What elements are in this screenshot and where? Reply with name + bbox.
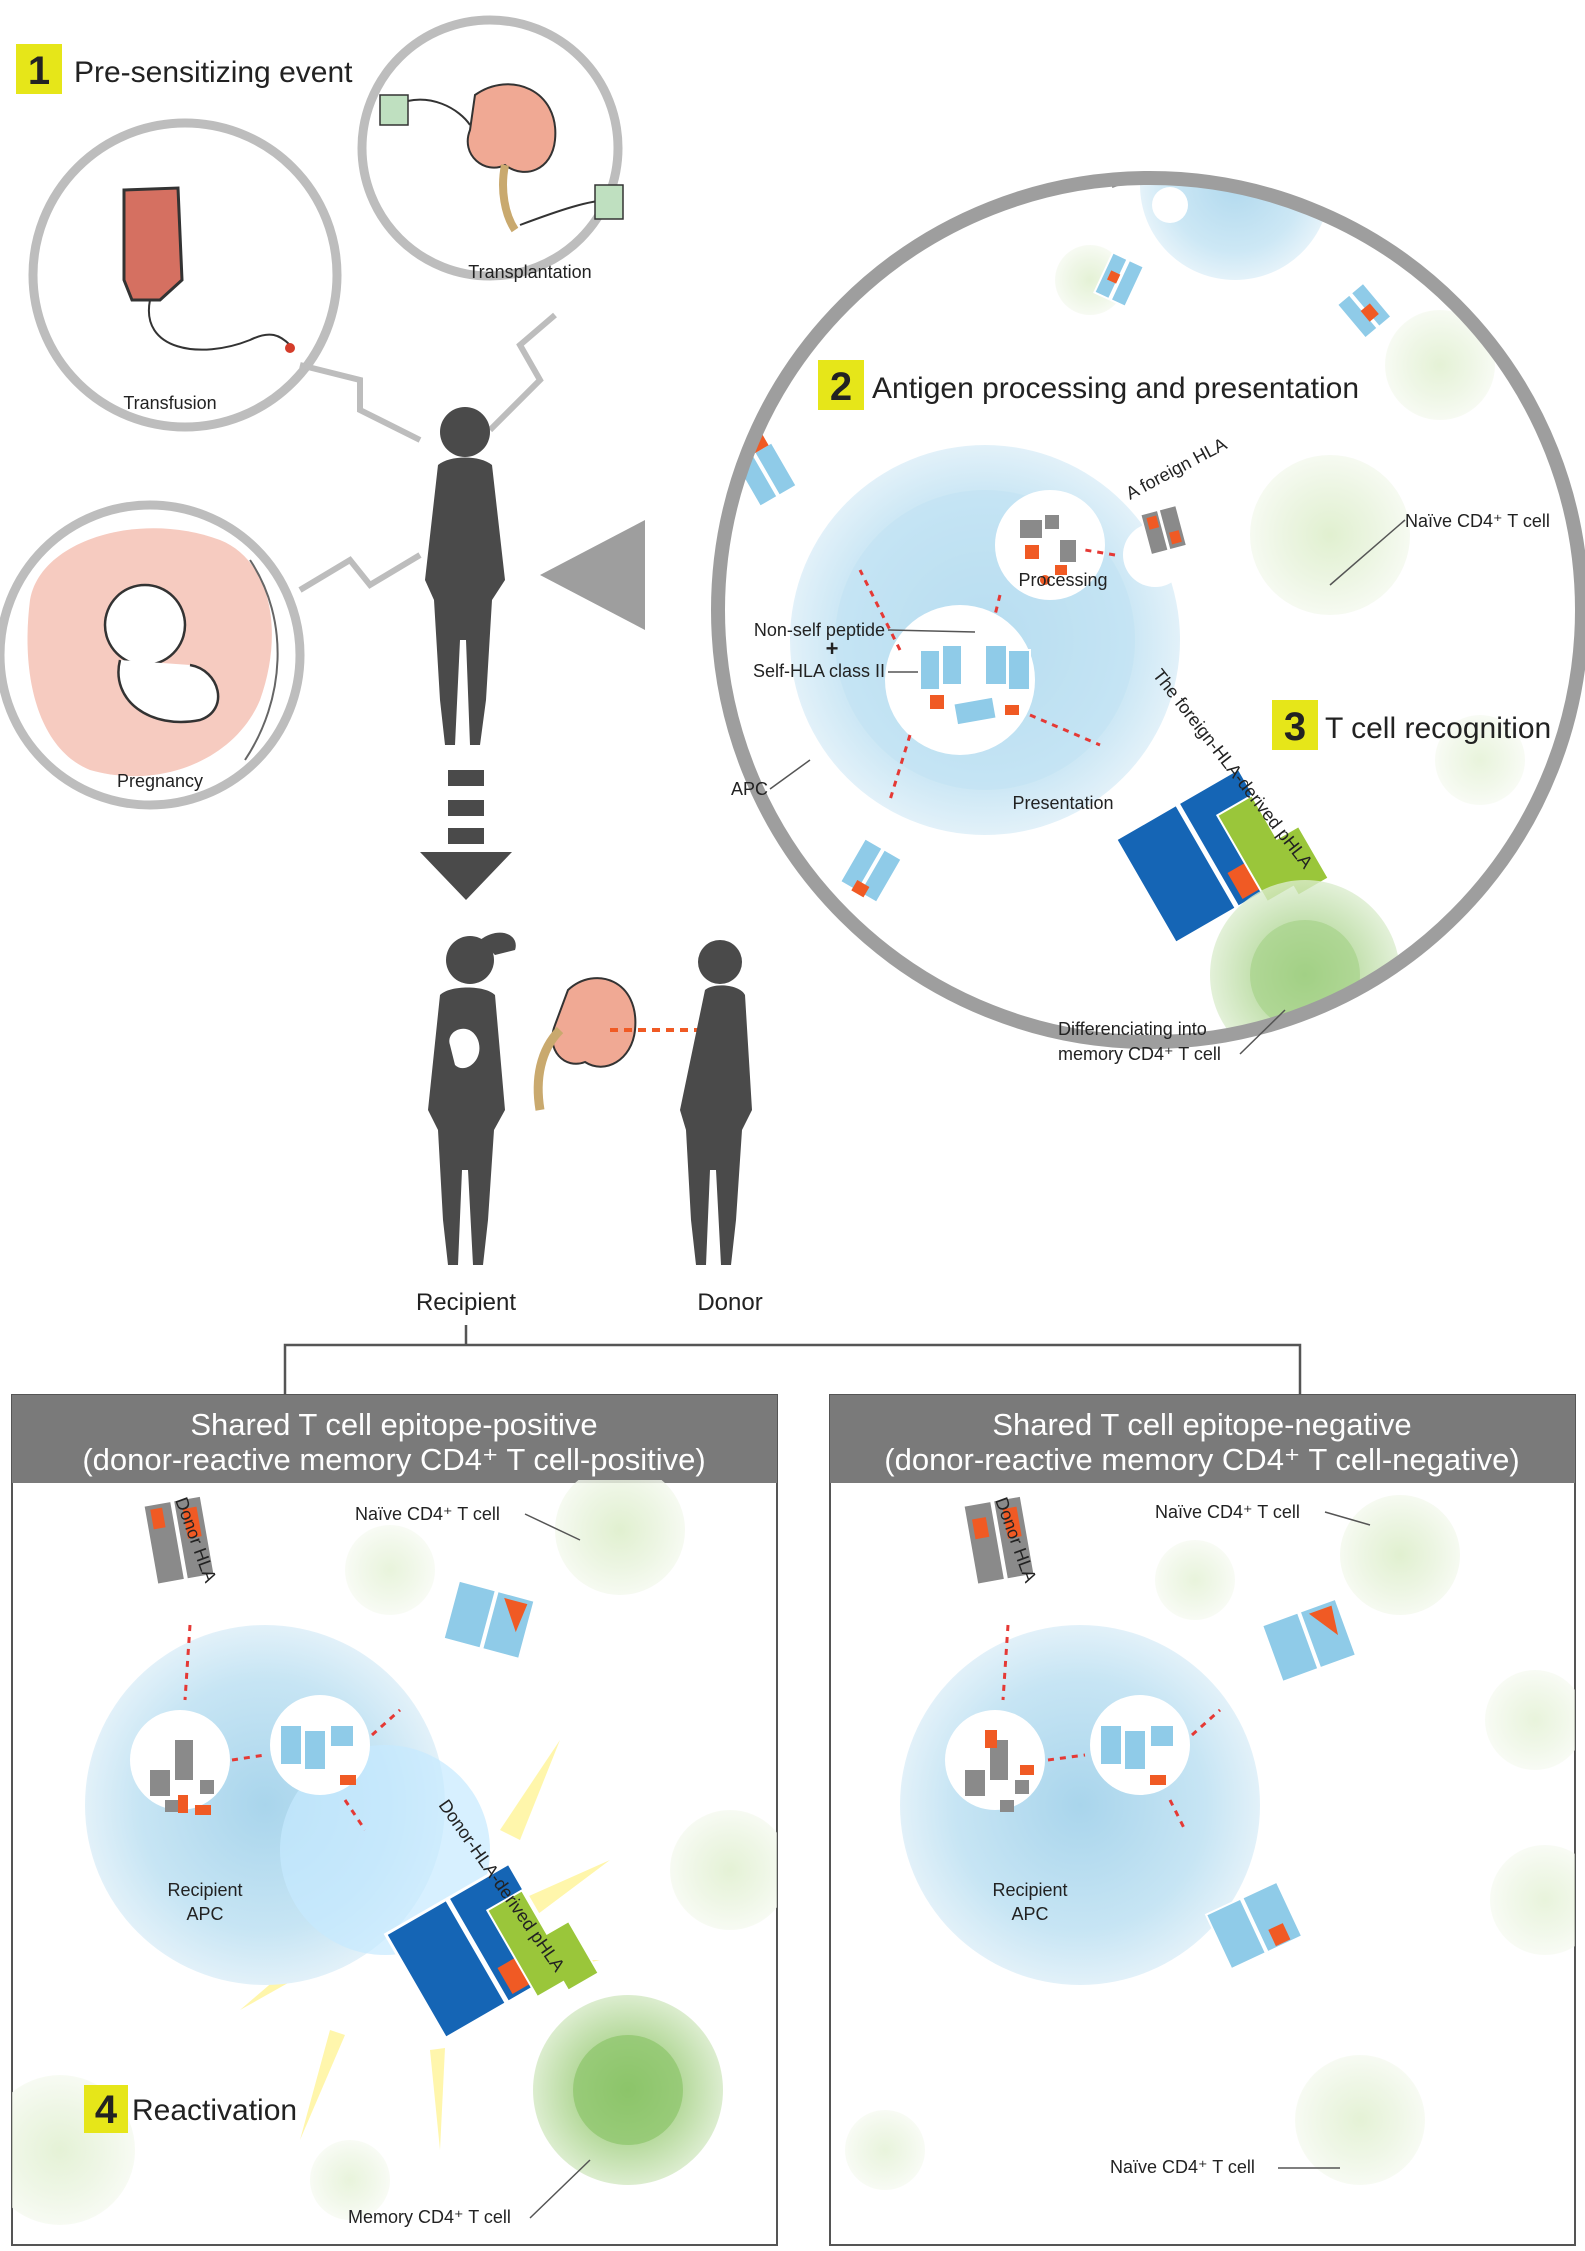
left-apc-label-line2: APC [186,1904,223,1924]
right-apc-label-line1: Recipient [992,1880,1067,1900]
recipient-silhouette [428,932,516,1265]
foreign-hla-molecule [1139,503,1189,557]
step-1-header: 1 Pre-sensitizing event [16,44,353,94]
step-3-label: T cell recognition [1325,712,1551,745]
step-2-badge [818,360,864,410]
down-arrow [420,770,512,900]
step-1-number: 1 [28,49,50,93]
event-arrows [298,312,557,593]
presentation-label: Presentation [1012,793,1113,813]
self-hla-label: Self-HLA class II [753,661,885,681]
non-self-peptide-label: Non-self peptide [754,620,885,640]
donor-hla-molecule [142,1494,216,1586]
fetus-icon [103,583,187,667]
pregnancy-label: Pregnancy [117,771,203,791]
naive-t-cell-bg [1250,455,1410,615]
transfusion-label: Transfusion [123,393,216,413]
step-1-badge [16,44,62,94]
zoom-circle [711,171,1585,1049]
recipient-apc-negative [900,1625,1260,1985]
step-3-badge [1272,700,1318,750]
epitope-positive-panel: Shared T cell epitope-positive (donor-re… [11,1394,778,2246]
kidney-icon [466,83,557,173]
left-naive-label: Naïve CD4⁺ T cell [355,1504,500,1524]
step-4-number: 4 [95,2088,118,2132]
right-naive-bottom-label: Naïve CD4⁺ T cell [1110,2157,1255,2177]
patient-silhouette [425,407,505,745]
memory-cd4-label: Memory CD4⁺ T cell [348,2207,511,2227]
transplanted-kidney-mark [449,1028,480,1069]
blood-bag-icon [122,186,184,302]
donor-silhouette [680,940,752,1265]
tcr-phla-complex [1113,766,1330,946]
step-4-label: Reactivation [132,2094,297,2127]
left-panel-title-line1: Shared T cell epitope-positive [190,1407,597,1442]
step-2-label: Antigen processing and presentation [872,372,1359,405]
step-4-badge [84,2085,128,2133]
step-1-label: Pre-sensitizing event [74,56,353,89]
step-3-header: 3 T cell recognition [1272,700,1551,750]
transplantation-event: Transplantation [357,15,624,282]
transfusion-event: Transfusion [28,118,342,432]
left-panel-title-line2: (donor-reactive memory CD4⁺ T cell-posit… [82,1442,705,1477]
right-apc-label-line2: APC [1011,1904,1048,1924]
left-apc-label-line1: Recipient [167,1880,242,1900]
right-panel-title-line1: Shared T cell epitope-negative [992,1407,1411,1442]
donor-label: Donor [697,1289,762,1316]
foreign-phla [1113,802,1239,946]
processing-label: Processing [1018,570,1107,590]
memory-label-line1: Differenciating into [1058,1019,1207,1039]
step-2-header: 2 Antigen processing and presentation [818,360,1359,410]
recipient-label: Recipient [416,1289,516,1316]
memory-label-line2: memory CD4⁺ T cell [1058,1044,1221,1064]
reactivation-complex [383,1861,600,2041]
zoom-pointer [540,520,645,630]
processing-vesicle [995,490,1105,600]
processing-arrows [858,548,1116,801]
branch-connector [283,1325,1302,1395]
apc-label: APC [731,779,768,799]
naive-t-cell-label: Naïve CD4⁺ T cell [1405,511,1550,531]
right-panel-header [830,1395,1575,1483]
right-panel-title-line2: (donor-reactive memory CD4⁺ T cell-negat… [884,1442,1519,1477]
right-naive-top-label: Naïve CD4⁺ T cell [1155,1502,1300,1522]
donor-kidney [533,977,730,1111]
left-panel-header [12,1395,777,1483]
step-3-number: 3 [1284,705,1306,749]
pregnancy-event: Pregnancy [0,500,305,810]
transplantation-label: Transplantation [468,262,591,282]
epitope-negative-panel: Shared T cell epitope-negative (donor-re… [829,1394,1576,2246]
step-2-number: 2 [830,365,852,409]
plus-sign: + [826,636,839,661]
